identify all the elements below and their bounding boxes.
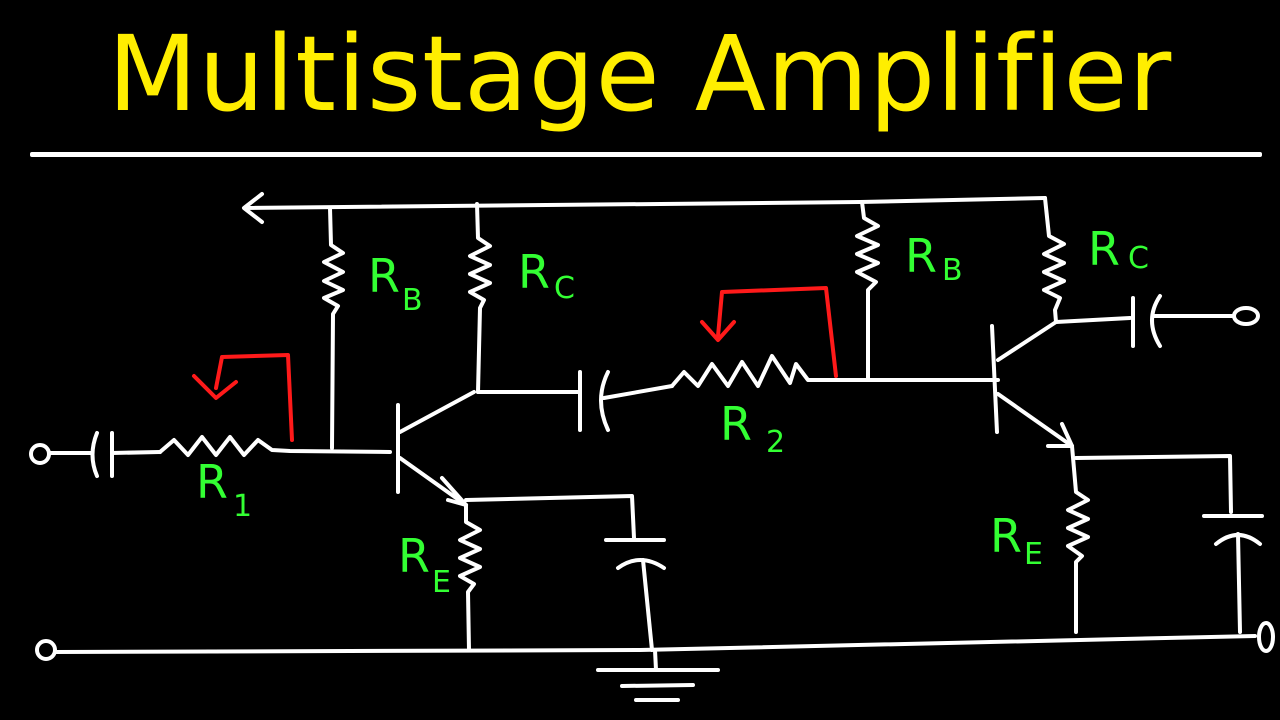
ground-symbol	[596, 648, 720, 702]
r1-label: R	[196, 455, 228, 509]
resistor-rc2	[1042, 196, 1066, 324]
rc1-label-sub: C	[554, 271, 575, 306]
bypass-capacitor-1	[464, 494, 666, 652]
r2-label-sub: 2	[766, 425, 785, 460]
title-divider	[30, 152, 1262, 157]
r1-label-sub: 1	[233, 489, 252, 524]
resistor-rb1	[322, 206, 345, 450]
transistor-q1	[396, 390, 476, 507]
rb1-label: R	[368, 249, 400, 303]
input-capacitor	[29, 431, 162, 478]
ground-rail	[35, 621, 1275, 661]
bypass-capacitor-2	[1074, 454, 1264, 634]
resistor-re1	[458, 503, 482, 652]
re2-label: R	[990, 509, 1022, 563]
resistor-rb2	[855, 200, 880, 380]
rc2-label: R	[1088, 222, 1120, 276]
rc2-label-sub: C	[1128, 241, 1149, 276]
re1-label: R	[398, 529, 430, 583]
rb2-label: R	[905, 229, 937, 283]
resistor-rc1	[468, 202, 582, 394]
output-capacitor	[1054, 294, 1260, 348]
rb2-label-sub: B	[942, 253, 963, 288]
rc1-label: R	[518, 245, 550, 299]
resistor-r2	[670, 286, 1000, 388]
resistor-r1	[158, 353, 392, 457]
r2-label: R	[720, 397, 752, 451]
page-title: Multistage Amplifier	[107, 13, 1173, 135]
rb1-label-sub: B	[402, 283, 423, 318]
supply-rail	[242, 192, 1047, 224]
coupling-capacitor-2	[578, 370, 674, 432]
re1-label-sub: E	[432, 565, 451, 600]
resistor-re2	[1066, 444, 1090, 634]
re2-label-sub: E	[1024, 537, 1043, 572]
transistor-q2	[990, 320, 1074, 448]
